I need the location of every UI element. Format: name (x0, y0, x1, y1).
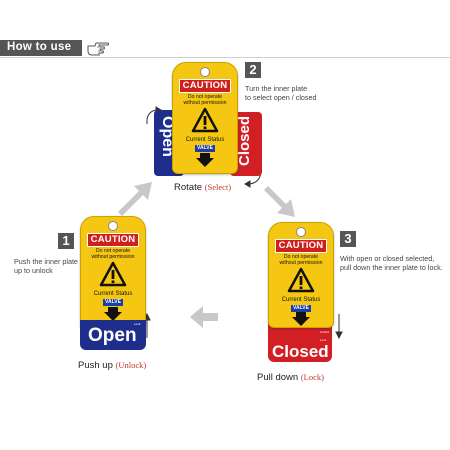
caution-label: CAUTION (275, 239, 327, 253)
step-2-caption-text: Rotate (174, 182, 202, 193)
step-3-badge: 3 (340, 231, 356, 247)
warning-text: Do not operate without permission (273, 254, 329, 266)
step-3-description-line-1: With open or closed selected, (340, 254, 435, 263)
step-1-plate-small-label: Lock (134, 322, 141, 326)
step-1-open-word: Open (88, 325, 137, 346)
step-3-description: With open or closed selected, pull down … (340, 254, 443, 272)
step-2-closed-word: Closed (236, 116, 253, 167)
current-status-label: Current Status (93, 291, 133, 297)
warning-text: Do not operate without permission (177, 94, 233, 106)
caution-label: CAUTION (179, 79, 231, 93)
warning-line-2: without permission (91, 254, 135, 260)
arrow-step2-to-step3 (264, 186, 295, 217)
step-1-caption: Push up (Unlock) (78, 360, 146, 371)
section-title: How to use (0, 40, 82, 56)
caution-label: CAUTION (87, 233, 139, 247)
section-title-text: How to use (7, 41, 72, 53)
step-1-caption-text: Push up (78, 360, 113, 371)
step-3-caption-text: Pull down (257, 372, 299, 383)
pull-down-arrow (335, 314, 343, 340)
step-1-description-line-2: up to unlock (14, 266, 53, 275)
current-status-label: Current Status (281, 297, 321, 303)
step-2-description-line-1: Turn the inner plate (245, 84, 308, 93)
valve-label: VALVE (103, 299, 123, 306)
step-2-tag: CAUTION Do not operate without permissio… (172, 62, 238, 174)
step-3-plate-small-label-1: Unlock (320, 330, 330, 334)
current-status-label: Current Status (185, 137, 225, 143)
step-1-description-line-1: Push the inner plate (14, 257, 78, 266)
pointing-hand-icon (87, 42, 109, 56)
step-2-description: Turn the inner plate to select open / cl… (245, 84, 317, 102)
valve-label: VALVE (195, 145, 215, 152)
step-2-caption: Rotate (Select) (174, 182, 231, 193)
warning-line-2: without permission (279, 260, 323, 266)
step-2-caption-accent: (Select) (204, 182, 232, 192)
tag-hole (108, 221, 118, 231)
down-arrow-icon (104, 307, 122, 321)
step-1-caption-accent: (Unlock) (115, 360, 147, 370)
warning-line-2: without permission (183, 100, 227, 106)
step-2-description-line-2: to select open / closed (245, 93, 317, 102)
step-3-closed-word: Closed (272, 342, 329, 361)
step-2-open-word: Open (159, 116, 176, 157)
warning-line-1: Do not operate (95, 248, 131, 254)
arrow-step1-to-step2 (118, 182, 152, 216)
tag-hole (200, 67, 210, 77)
step-3-caption-accent: (Lock) (300, 372, 324, 382)
down-arrow-icon (292, 312, 310, 326)
step-1-tag: CAUTION Do not operate without permissio… (80, 216, 146, 330)
step-3-tag: CAUTION Do not operate without permissio… (268, 222, 334, 328)
step-1-badge: 1 (58, 233, 74, 249)
step-1-open-plate: Lock Open (80, 320, 146, 350)
arrow-step3-to-step1 (190, 306, 218, 328)
warning-line-1: Do not operate (187, 94, 223, 100)
step-1-description: Push the inner plate up to unlock (14, 257, 78, 275)
header-divider (0, 57, 450, 58)
step-2-badge: 2 (245, 62, 261, 78)
step-3-caption: Pull down (Lock) (257, 372, 324, 383)
down-arrow-icon (196, 153, 214, 167)
step-3-plate-small-label-2: Lock (320, 338, 327, 342)
warning-triangle-icon (99, 261, 127, 287)
warning-text: Do not operate without permission (85, 248, 141, 260)
valve-label: VALVE (291, 305, 311, 312)
tag-hole (296, 227, 306, 237)
step-3-description-line-2: pull down the inner plate to lock. (340, 263, 443, 272)
warning-triangle-icon (191, 107, 219, 133)
warning-line-1: Do not operate (283, 254, 319, 260)
warning-triangle-icon (287, 267, 315, 293)
